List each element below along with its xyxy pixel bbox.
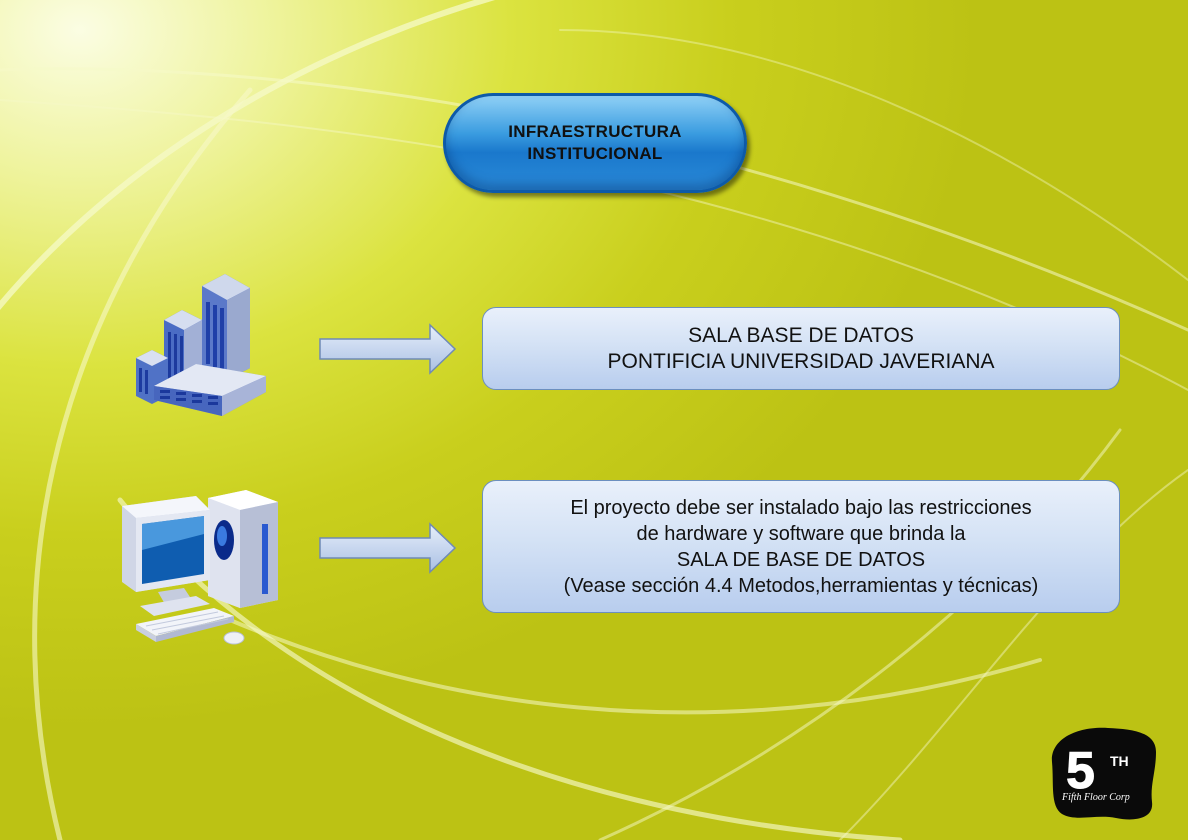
title-line-2: INSTITUCIONAL	[527, 144, 663, 163]
sala-base-datos-box: SALA BASE DE DATOS PONTIFICIA UNIVERSIDA…	[482, 307, 1120, 390]
computer-icon	[122, 490, 278, 645]
logo-caption: Fifth Floor Corp	[1061, 792, 1130, 803]
right-arrow-icon	[319, 522, 457, 574]
title-line-1: INFRAESTRUCTURA	[508, 122, 682, 141]
logo-number: 5	[1066, 742, 1095, 800]
restricciones-box: El proyecto debe ser instalado bajo las …	[482, 480, 1120, 613]
box2-line-2: de hardware y software que brinda la	[636, 522, 966, 545]
box2-line-3: SALA DE BASE DE DATOS	[676, 548, 926, 571]
box1-line-1: SALA BASE DE DATOS	[688, 323, 914, 347]
logo-suffix: TH	[1110, 753, 1129, 769]
title-pill: INFRAESTRUCTURA INSTITUCIONAL	[443, 93, 747, 193]
box2-line-4: (Vease sección 4.4 Metodos,herramientas …	[563, 574, 1039, 597]
buildings-icon	[136, 274, 266, 416]
box1-line-2: PONTIFICIA UNIVERSIDAD JAVERIANA	[607, 349, 995, 373]
fifth-floor-corp-logo: 5 TH Fifth Floor Corp	[1051, 727, 1156, 820]
box2-line-1: El proyecto debe ser instalado bajo las …	[570, 496, 1032, 519]
right-arrow-icon	[319, 323, 457, 375]
